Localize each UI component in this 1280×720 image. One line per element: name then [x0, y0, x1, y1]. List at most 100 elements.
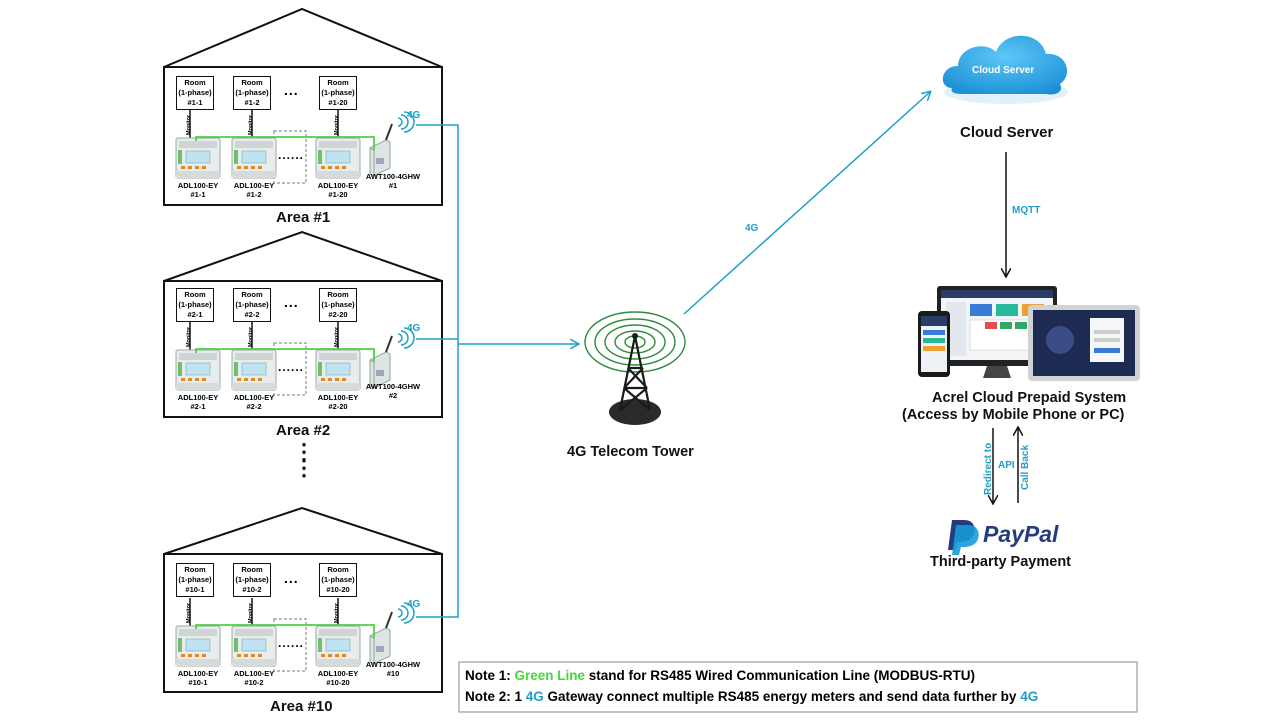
meter-model: ADL100-EY	[233, 669, 275, 678]
meter-id: #1-1	[190, 190, 206, 199]
room-box: Room (1-phase) #10-1	[176, 563, 214, 597]
monitor-label: Monitor	[248, 114, 254, 135]
room-id: #1-20	[328, 98, 348, 107]
system-label-1: Acrel Cloud Prepaid System	[932, 390, 1127, 406]
room-label: Room	[241, 78, 263, 87]
meter-model: ADL100-EY	[317, 669, 359, 678]
cloud-icon	[942, 35, 1068, 104]
meter-id: #1-2	[246, 190, 262, 199]
meter-label: ADL100-EY #2-20	[308, 393, 368, 411]
room-phase: (1-phase)	[321, 300, 355, 309]
link-4g-lines	[416, 92, 930, 618]
room-phase: (1-phase)	[235, 300, 269, 309]
room-id: #10-2	[242, 585, 262, 594]
room-id: #2-2	[244, 310, 260, 319]
room-box: Room (1-phase) #1-1	[176, 76, 214, 110]
gateway-id: #2	[388, 391, 398, 400]
room-label: Room	[184, 290, 206, 299]
gateway-model: AWT100-4GHW	[365, 172, 421, 181]
meter-label: ADL100-EY #2-2	[224, 393, 284, 411]
notes-box	[458, 661, 1138, 713]
area-1-devices	[175, 110, 415, 184]
meter-model: ADL100-EY	[177, 669, 219, 678]
note-1-prefix: Note 1:	[465, 668, 515, 683]
room-box: Room (1-phase) #2-20	[319, 288, 357, 322]
meter-id: #2-2	[246, 402, 262, 411]
link-4g-label: 4G	[745, 223, 759, 234]
room-box: Room (1-phase) #1-2	[233, 76, 271, 110]
api-label: API	[998, 460, 1015, 471]
monitor-label: Monitor	[248, 602, 254, 623]
note-2-text: Gateway connect multiple RS485 energy me…	[543, 689, 1021, 704]
room-phase: (1-phase)	[321, 575, 355, 584]
room-label: Room	[327, 78, 349, 87]
area-title: Area #2	[276, 422, 331, 439]
paypal-logo-icon	[948, 520, 979, 555]
meter-ellipsis: ......	[278, 360, 305, 374]
area-2-devices	[175, 322, 415, 396]
room-id: #1-1	[187, 98, 203, 107]
note-1-text: stand for RS485 Wired Communication Line…	[585, 668, 975, 683]
area-title: Area #1	[276, 209, 331, 226]
system-label-2: (Access by Mobile Phone or PC)	[902, 407, 1125, 423]
cloud-inner-label: Cloud Server	[972, 65, 1035, 76]
meter-model: ADL100-EY	[177, 181, 219, 190]
callback-label: Call Back	[1020, 444, 1031, 490]
room-label: Room	[184, 78, 206, 87]
room-box: Room (1-phase) #2-1	[176, 288, 214, 322]
room-id: #10-1	[185, 585, 205, 594]
payment-label: Third-party Payment	[930, 554, 1071, 570]
meter-model: ADL100-EY	[233, 181, 275, 190]
meter-model: ADL100-EY	[233, 393, 275, 402]
meter-id: #1-20	[328, 190, 348, 199]
room-box: Room (1-phase) #10-20	[319, 563, 357, 597]
room-label: Room	[327, 565, 349, 574]
meter-label: ADL100-EY #1-1	[168, 181, 228, 199]
monitor-label: Monitor	[186, 114, 192, 135]
area-ellipsis: ⋮ ⋮	[293, 441, 315, 480]
room-box: Room (1-phase) #10-2	[233, 563, 271, 597]
room-id: #1-2	[244, 98, 260, 107]
room-id: #2-1	[187, 310, 203, 319]
note-1-highlight: Green Line	[514, 668, 586, 683]
monitor-label: Monitor	[334, 114, 340, 135]
note-2: Note 2: 1 4G Gateway connect multiple RS…	[465, 689, 1038, 704]
room-phase: (1-phase)	[178, 575, 212, 584]
meter-model: ADL100-EY	[317, 181, 359, 190]
gateway-id: #1	[388, 181, 398, 190]
note-2-prefix: Note 2: 1	[465, 689, 526, 704]
monitor-label: Monitor	[186, 602, 192, 623]
area-ellipsis-glyph: ⋮	[293, 455, 315, 480]
gateway-4g-label: 4G	[407, 110, 421, 121]
room-label: Room	[241, 290, 263, 299]
paypal-logo-text: PayPal	[983, 521, 1059, 547]
meter-model: ADL100-EY	[317, 393, 359, 402]
room-id: #10-20	[326, 585, 350, 594]
room-phase: (1-phase)	[235, 88, 269, 97]
gateway-label: AWT100-4GHW #10	[358, 660, 428, 678]
room-box: Room (1-phase) #1-20	[319, 76, 357, 110]
monitor-label: Monitor	[334, 326, 340, 347]
note-2-end: 4G	[1020, 689, 1039, 704]
gateway-label: AWT100-4GHW #2	[358, 382, 428, 400]
gateway-model: AWT100-4GHW	[365, 660, 421, 669]
meter-id: #10-20	[326, 678, 350, 687]
tower-icon	[584, 311, 686, 425]
meter-label: ADL100-EY #2-1	[168, 393, 228, 411]
room-box: Room (1-phase) #2-2	[233, 288, 271, 322]
room-ellipsis: ...	[284, 570, 299, 586]
cloud-label: Cloud Server	[960, 124, 1054, 141]
meter-label: ADL100-EY #10-20	[308, 669, 368, 687]
meter-model: ADL100-EY	[177, 393, 219, 402]
redirect-label: Redirect to	[983, 442, 994, 495]
room-phase: (1-phase)	[321, 88, 355, 97]
area-title: Area #10	[270, 698, 333, 715]
room-label: Room	[184, 565, 206, 574]
meter-label: ADL100-EY #1-20	[308, 181, 368, 199]
meter-id: #10-1	[188, 678, 208, 687]
tower-label: 4G Telecom Tower	[567, 444, 694, 460]
gateway-model: AWT100-4GHW	[365, 382, 421, 391]
room-ellipsis: ...	[284, 82, 299, 98]
meter-id: #2-1	[190, 402, 206, 411]
gateway-id: #10	[386, 669, 400, 678]
